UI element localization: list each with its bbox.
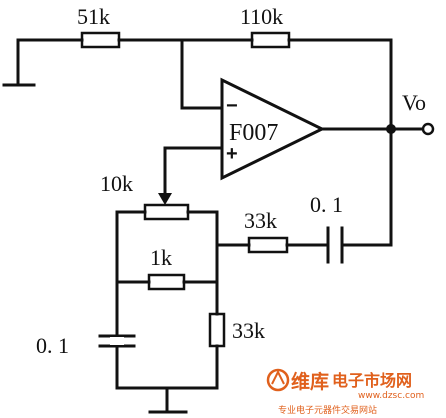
potentiometer-10k — [143, 203, 190, 221]
watermark: 维库 电子市场网 www.dzsc.com 专业电子元器件交易网站 — [266, 368, 424, 416]
label-10k: 10k — [100, 171, 133, 196]
label-51k: 51k — [77, 4, 110, 29]
resistor-1k — [147, 273, 186, 291]
opamp-name: F007 — [229, 120, 278, 146]
watermark-brand: 维库 — [291, 370, 329, 393]
watermark-logo-icon-inner — [271, 369, 285, 385]
resistor-33k-series — [247, 236, 289, 254]
opamp-plus-sign: + — [226, 143, 238, 165]
label-110k: 110k — [240, 4, 283, 29]
inverting-input-wire — [180, 38, 224, 110]
output-terminal — [421, 122, 435, 136]
label-vo: Vo — [402, 90, 426, 115]
noninverting-input-wire — [163, 146, 224, 198]
pot-wiper-arrow — [158, 193, 172, 205]
label-0-1-shunt: 0. 1 — [36, 333, 69, 358]
resistor-33k-shunt — [208, 312, 226, 348]
resistor-51k — [80, 31, 121, 49]
label-1k: 1k — [150, 245, 172, 270]
label-33k-shunt: 33k — [232, 318, 265, 343]
capacitor-gap — [110, 337, 124, 345]
opamp-triangle — [220, 77, 326, 181]
watermark-url: www.dzsc.com — [358, 391, 424, 401]
watermark-slogan: 专业电子元器件交易网站 — [278, 404, 377, 416]
watermark-title: 电子市场网 — [332, 371, 412, 390]
label-0-1-series: 0. 1 — [310, 192, 343, 217]
label-33k-series: 33k — [244, 208, 277, 233]
opamp-minus-sign: − — [226, 95, 238, 117]
output-junction-dot — [386, 124, 396, 134]
resistor-110k — [250, 31, 291, 49]
left-rail — [115, 210, 219, 390]
